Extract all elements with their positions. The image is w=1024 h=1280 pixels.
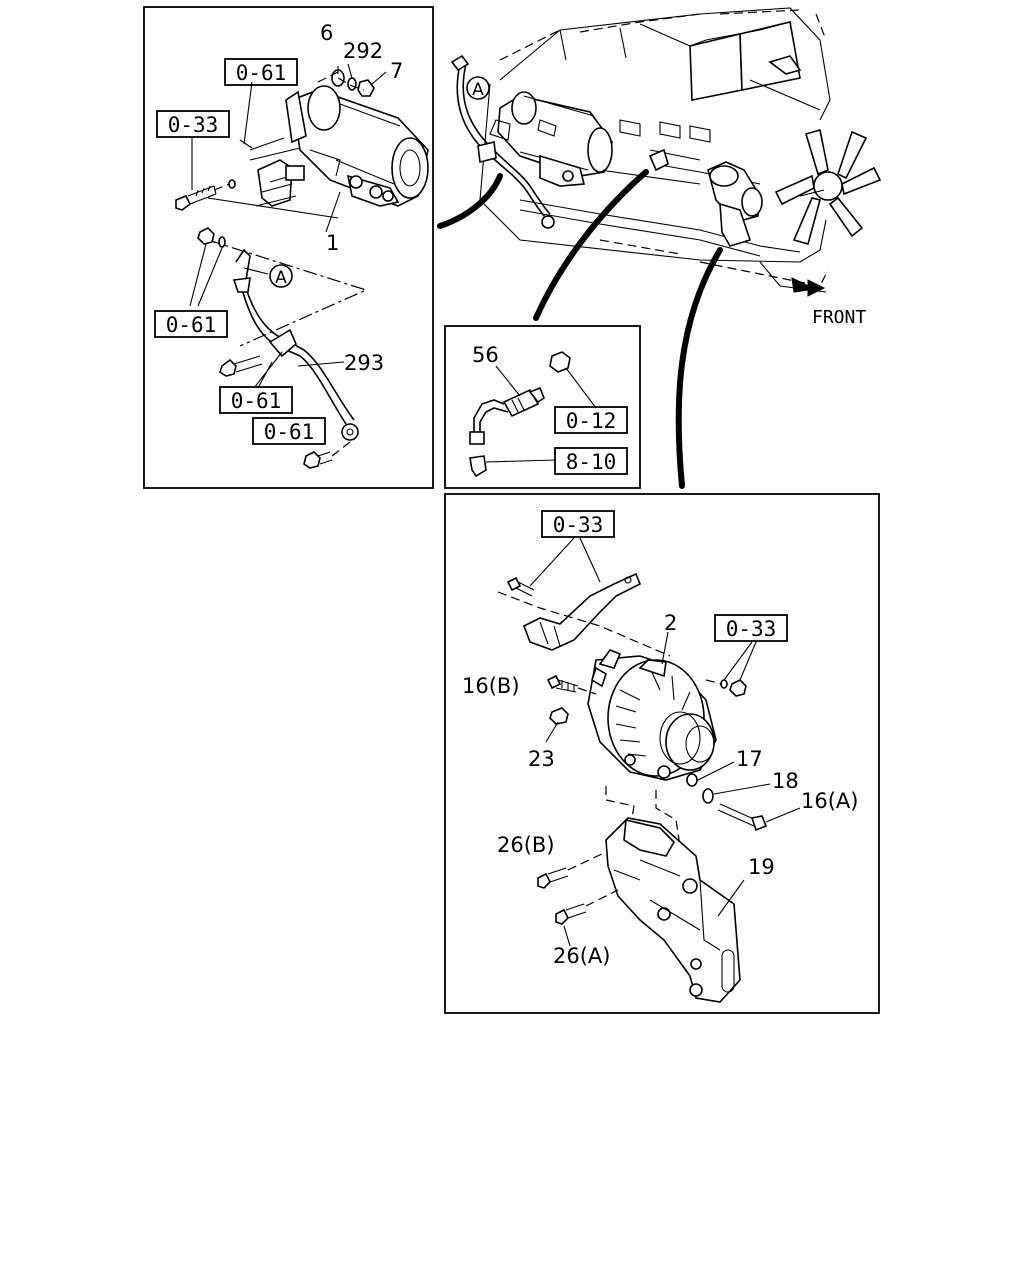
- ref-box-0-12: 0-12: [566, 409, 617, 433]
- bolt-26a: [555, 903, 587, 925]
- sensor-panel-frame: [444, 325, 641, 489]
- connector-8-10-icon: [469, 455, 487, 478]
- callout-18: 18: [772, 769, 799, 793]
- starter-panel-frame: [143, 6, 434, 489]
- nut-0-61-upper: [197, 227, 215, 245]
- nut-7: [357, 79, 375, 97]
- ref-box-0-33-right: 0-33: [726, 617, 777, 641]
- bolt-0-61-lower: [303, 451, 333, 469]
- callout-23: 23: [528, 747, 555, 771]
- connector-curve-sensor: [533, 169, 649, 321]
- bolt-0-33: [175, 185, 217, 211]
- sensor-panel: 56 0-12 8-10: [444, 325, 641, 489]
- marker-a-starter: A: [275, 268, 287, 288]
- ref-box-0-61-bottom: 0-61: [264, 420, 315, 444]
- marker-a-starter-ring: [269, 264, 293, 288]
- callout-26b: 26(B): [497, 833, 555, 857]
- ref-box-0-33-top: 0-33: [553, 513, 604, 537]
- callout-56: 56: [472, 343, 499, 367]
- front-label: FRONT: [812, 307, 866, 328]
- starter-motor-illustration: [239, 85, 429, 207]
- callout-292: 292: [343, 39, 383, 63]
- ring-18: [702, 788, 714, 804]
- ref-box-0-61-left: 0-61: [166, 313, 217, 337]
- ref-box-0-61-middle: 0-61: [231, 389, 282, 413]
- sensor-illustration: [469, 386, 545, 445]
- callout-1: 1: [326, 231, 339, 255]
- generator-panel: 2 16(B) 23 17 18 16(A) 26(B) 19 26(A) 0-…: [444, 493, 880, 1014]
- bolt-16a: [717, 803, 768, 832]
- ref-box-0-61-top: 0-61: [236, 61, 287, 85]
- bolt-16b: [546, 674, 579, 693]
- callout-17: 17: [736, 747, 763, 771]
- generator-panel-frame: [444, 493, 880, 1014]
- battery-cable-293: [232, 248, 359, 441]
- bolt-0-61-middle: [219, 355, 263, 377]
- callout-19: 19: [748, 855, 775, 879]
- generator-adjust-bracket: [522, 572, 642, 651]
- callout-16b: 16(B): [462, 674, 520, 698]
- cooling-fan: [774, 128, 882, 245]
- generator-bracket-19: [605, 817, 741, 1003]
- bracket-bolt: [506, 576, 535, 597]
- washer-17: [686, 773, 698, 787]
- generator-illustration: [587, 649, 717, 781]
- marker-a-engine-ring: [466, 76, 490, 100]
- callout-6: 6: [320, 21, 333, 45]
- callout-2: 2: [664, 611, 677, 635]
- nut-0-33-right: [729, 679, 747, 697]
- connector-curve-starter: [437, 173, 503, 229]
- engine-overview: A FRONT: [437, 7, 882, 489]
- sensor-nut-icon: [549, 351, 571, 373]
- bolt-26b: [537, 867, 569, 889]
- connector-curve-generator: [675, 247, 723, 489]
- ref-box-0-33: 0-33: [168, 113, 219, 137]
- callout-16a: 16(A): [801, 789, 858, 813]
- callout-7: 7: [390, 59, 403, 83]
- front-arrow-icon: [791, 277, 826, 297]
- callout-293: 293: [344, 351, 384, 375]
- callout-26a: 26(A): [553, 944, 610, 968]
- lock-washer-292: [347, 77, 357, 91]
- ref-box-8-10: 8-10: [566, 450, 617, 474]
- starter-panel: A 6 292 7 1 293 0-61 0-33 0-61 0-61 0-61: [143, 6, 434, 489]
- nut-23: [549, 707, 569, 725]
- marker-a-engine: A: [472, 80, 484, 100]
